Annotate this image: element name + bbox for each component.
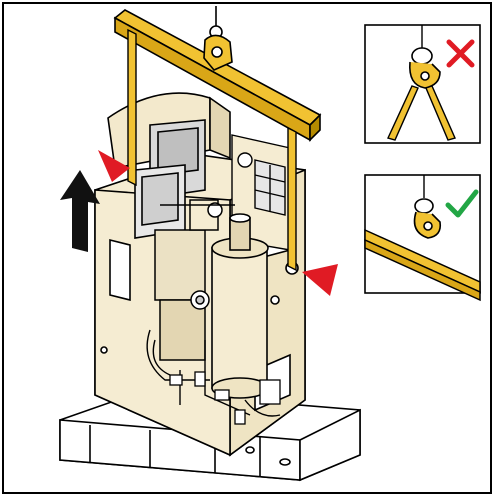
lifting-straps: [127, 28, 297, 272]
crane-hook: [203, 6, 233, 71]
up-arrow-icon: [60, 170, 100, 252]
red-pointer-icon: [302, 264, 338, 296]
control-panel: [134, 119, 206, 239]
filter-cylinder: [211, 213, 269, 399]
shackle-icon: [408, 47, 441, 89]
pump-assembly: [154, 199, 235, 361]
cross-icon: [446, 39, 475, 68]
red-pointer-icon: [98, 150, 130, 182]
base-components: [169, 371, 281, 425]
hook-icon: [413, 198, 442, 239]
piping: [146, 329, 281, 417]
beam-section: [364, 228, 481, 302]
sling-straps: [387, 85, 456, 141]
check-icon: [445, 189, 479, 218]
inset-right: [364, 174, 481, 302]
inset-wrong: [364, 24, 481, 144]
